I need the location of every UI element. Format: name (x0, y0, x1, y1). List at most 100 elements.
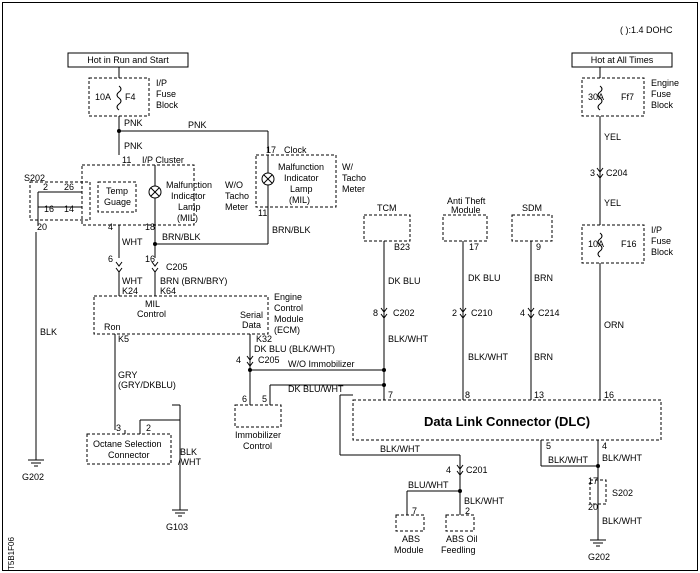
all-times-box (571, 52, 673, 68)
fuse-ff7-box (581, 77, 645, 117)
cluster-mil-4: (MIL) (177, 213, 198, 223)
temp-gauge-label-1: Temp (106, 186, 128, 196)
fuse-f4-block-1: I/P (156, 78, 167, 88)
ecm-serial-1: Serial (240, 310, 263, 320)
fuse-ff7-block-1: Engine (651, 78, 679, 88)
wire-blkwht-abs: BLK/WHT (380, 444, 421, 454)
wire-wht-2: WHT (122, 276, 143, 286)
all-times-label: Hot at All Times (591, 55, 654, 65)
connector-c205-top: C205 (166, 262, 188, 272)
wire-yel-1: YEL (604, 132, 621, 142)
octane-label-1: Octane Selection (93, 439, 162, 449)
wire-blkwht-g202: BLK/WHT (602, 516, 643, 526)
pin-4-c214: 4 (520, 308, 525, 318)
wire-gry-dkblu: (GRY/DKBLU) (118, 380, 176, 390)
pin-16-c205: 16 (145, 254, 155, 264)
fuse-ff7-id: Ff7 (621, 92, 634, 102)
octane-selection-box (86, 433, 172, 465)
pin-20-s202-right: 20 (588, 502, 598, 512)
fuse-ff7-block-3: Block (651, 100, 674, 110)
fuse-ff7-block-2: Fuse (651, 89, 671, 99)
wire-pnk-1: PNK (124, 118, 143, 128)
pin-6-c205: 6 (108, 254, 113, 264)
pin-11-clock: 11 (258, 208, 267, 218)
anti-theft-label-1: Anti Theft (447, 196, 486, 206)
pin-2-s202: 2 (43, 182, 48, 192)
fuse-f16-amp: 10A (588, 239, 604, 249)
wire-blkwht-abs-oil: BLK/WHT (464, 496, 505, 506)
wire-blk-octane: BLK (180, 447, 197, 457)
pin-7-abs: 7 (412, 506, 417, 516)
clock-mil-1: Malfunction (278, 162, 324, 172)
s202-right-box (589, 479, 607, 505)
pin-6-immobilizer: 6 (242, 394, 247, 404)
pin-16-s202: 16 (44, 204, 54, 214)
abs-label-2: Module (394, 545, 424, 555)
fuse-f4-id: F4 (125, 92, 136, 102)
temp-gauge-label-2: Guage (104, 197, 131, 207)
abs-oil-label-2: Feedling (441, 545, 476, 555)
cluster-title: I/P Cluster (142, 155, 184, 165)
ecm-box (93, 295, 269, 335)
pin-3-c204: 3 (590, 168, 595, 178)
wire-dkblu-antitheft: DK BLU (468, 273, 501, 283)
fuse-f16-id: F16 (621, 239, 637, 249)
wire-blkwht-antitheft: BLK/WHT (468, 352, 509, 362)
pin-5-dlc: 5 (546, 441, 551, 451)
ecm-control: Control (137, 309, 166, 319)
pin-8-dlc: 8 (465, 390, 470, 400)
wire-blkwht-dlc-5: BLK/WHT (548, 455, 589, 465)
wire-wo-immobilizer: W/O Immobilizer (288, 359, 355, 369)
wire-pnk-3: PNK (124, 141, 143, 151)
abs-oil-box (445, 514, 475, 532)
connector-c214: C214 (538, 308, 560, 318)
wo-tacho-2: Tacho (225, 191, 249, 201)
run-start-box (67, 52, 189, 68)
pin-11-cluster: 11 (122, 155, 131, 165)
immobilizer-label-2: Control (243, 441, 272, 451)
wire-brn-blk-2: BRN/BLK (272, 225, 311, 235)
connector-b23: B23 (394, 242, 410, 252)
pin-17-antitheft: 17 (469, 242, 479, 252)
pin-14: 14 (64, 204, 74, 214)
fuse-ff7-amp: 30A (588, 92, 604, 102)
wire-dkblu-tcm: DK BLU (388, 276, 421, 286)
pin-13-dlc: 13 (534, 390, 544, 400)
abs-module-box (395, 514, 425, 532)
s202-left-label: S202 (24, 173, 45, 183)
pin-4-cluster: 4 (108, 222, 113, 232)
wire-wht-octane: /WHT (178, 457, 201, 467)
ecm-mil: MIL (145, 299, 160, 309)
connector-k32: K32 (256, 334, 272, 344)
fuse-f16-block-3: Block (651, 247, 674, 257)
ecm-title-3: Module (274, 314, 304, 324)
immobilizer-box (234, 404, 282, 428)
connector-c205-bottom: C205 (258, 355, 280, 365)
pin-16-dlc: 16 (604, 390, 614, 400)
pin-18-cluster: 18 (145, 222, 155, 232)
wire-gry: GRY (118, 370, 137, 380)
sdm-label: SDM (522, 203, 542, 213)
ecm-title-1: Engine (274, 292, 302, 302)
ip-cluster-box (81, 164, 195, 226)
wire-yel-2: YEL (604, 198, 621, 208)
ecm-ron: Ron (104, 322, 121, 332)
pin-4-c201: 4 (446, 465, 451, 475)
cluster-mil-3: Lamp (178, 202, 201, 212)
dlc-title: Data Link Connector (DLC) (424, 414, 590, 429)
abs-label-1: ABS (402, 534, 420, 544)
ecm-title-2: Control (274, 303, 303, 313)
wire-brn-sdm-2: BRN (534, 352, 553, 362)
pin-4-c205: 4 (236, 355, 241, 365)
clock-mil-4: (MIL) (289, 195, 310, 205)
clock-mil-3: Lamp (290, 184, 313, 194)
connector-c204: C204 (606, 168, 628, 178)
fuse-f4-symbol (116, 85, 122, 111)
pin-7-dlc: 7 (388, 390, 393, 400)
wire-blu-wht: BLU/WHT (408, 480, 449, 490)
connector-c202: C202 (393, 308, 415, 318)
fuse-f16-box (581, 224, 645, 264)
pin-9-sdm: 9 (536, 242, 541, 252)
